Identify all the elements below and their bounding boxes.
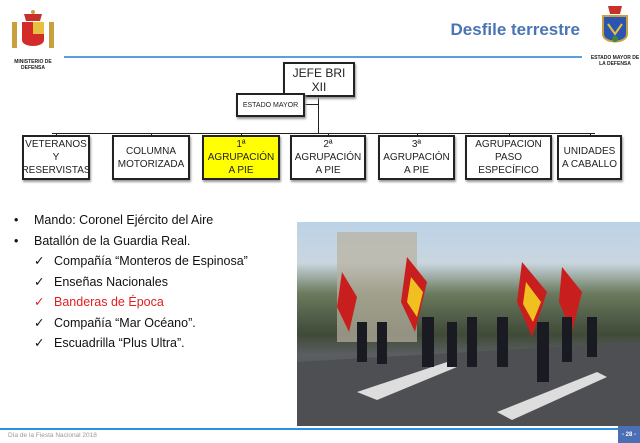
connector — [590, 133, 591, 136]
page-title: Desfile terrestre — [450, 20, 580, 39]
org-box-line: COLUMNA — [125, 145, 176, 157]
ministerio-caption: MINISTERIO DE DEFENSA — [14, 59, 52, 71]
org-box-estado-mayor: ESTADO MAYOR — [236, 93, 305, 117]
bullet-text: Batallón de la Guardia Real. — [34, 233, 191, 248]
bullet-icon: • — [14, 233, 19, 248]
connector — [305, 104, 318, 105]
bullet-list: • Mando: Coronel Ejército del Aire • Batall… — [14, 210, 248, 354]
footer-text: Día de la Fiesta Nacional 2018 — [8, 432, 97, 439]
connector — [318, 97, 319, 134]
org-box-line: AGRUPACIÓN — [207, 152, 275, 163]
connector — [328, 133, 329, 136]
bullet-item: • Batallón de la Guardia Real. — [14, 231, 248, 252]
bullet-icon: • — [14, 213, 19, 227]
bullet-text: Enseñas Nacionales — [54, 274, 168, 289]
bullet-item: ✓ Escuadrilla “Plus Ultra”. — [14, 333, 248, 354]
connector — [417, 133, 418, 136]
org-box-line: ESPECÍFICO — [478, 165, 539, 176]
org-box-line: AGRUPACION — [475, 139, 542, 150]
bullet-text: Banderas de Época — [54, 295, 164, 309]
page-number: - 28 - — [618, 426, 640, 443]
org-box-line: VETERANOS — [25, 139, 87, 150]
bullet-item: ✓ Compañía “Monteros de Espinosa” — [14, 251, 248, 272]
org-box-line: A PIE — [403, 165, 429, 176]
bullet-text: Mando: Coronel Ejército del Aire — [34, 213, 214, 227]
org-box-line: 2ª — [323, 139, 333, 150]
check-icon: ✓ — [34, 274, 45, 289]
org-box-line: MOTORIZADA — [117, 158, 185, 170]
org-box-line: AGRUPACIÓN — [294, 152, 362, 163]
emad-logo: ESTADO MAYOR DE LA DEFENSA — [590, 4, 640, 67]
bullet-item: ✓ Enseñas Nacionales — [14, 272, 248, 293]
coat-of-arms-icon — [12, 10, 54, 48]
title-rule — [64, 56, 582, 58]
bullet-item: ✓ Compañía “Mar Océano”. — [14, 313, 248, 334]
org-box-line: 1ª — [236, 139, 246, 150]
org-box-line: PASO — [494, 152, 523, 163]
connector — [56, 133, 57, 136]
emad-caption: ESTADO MAYOR DE LA DEFENSA — [590, 55, 640, 67]
org-box-line: UNIDADES — [563, 145, 616, 157]
org-box-line: Y — [52, 152, 60, 163]
check-icon: ✓ — [34, 315, 45, 330]
org-box-unit: VETERANOS Y RESERVISTAS — [21, 135, 91, 180]
connector — [52, 133, 595, 134]
bullet-text: Escuadrilla “Plus Ultra”. — [54, 336, 185, 350]
org-box-line: 3ª — [411, 139, 422, 150]
check-icon: ✓ — [34, 254, 45, 268]
emad-shield-icon — [602, 6, 628, 43]
bullet-text: Compañía “Monteros de Espinosa” — [54, 254, 248, 268]
org-box-line: A PIE — [315, 165, 341, 176]
connector — [151, 133, 152, 136]
check-icon: ✓ — [34, 295, 45, 309]
ministerio-logo: MINISTERIO DE DEFENSA — [8, 8, 58, 71]
org-box-line: A CABALLO — [561, 158, 618, 170]
parade-photo — [297, 222, 640, 426]
check-icon: ✓ — [34, 336, 45, 350]
connector — [241, 133, 242, 136]
footer-rule — [0, 428, 620, 430]
org-box-unit: AGRUPACION PASO ESPECÍFICO — [465, 135, 552, 180]
org-box-line: A PIE — [228, 165, 254, 176]
org-box-line: RESERVISTAS — [21, 165, 91, 176]
bullet-item: ✓ Banderas de Época — [14, 292, 248, 313]
connector — [509, 133, 510, 136]
bullet-text: Compañía “Mar Océano”. — [54, 315, 196, 330]
org-box-line: AGRUPACIÓN — [383, 152, 450, 163]
bullet-item: • Mando: Coronel Ejército del Aire — [14, 210, 248, 231]
